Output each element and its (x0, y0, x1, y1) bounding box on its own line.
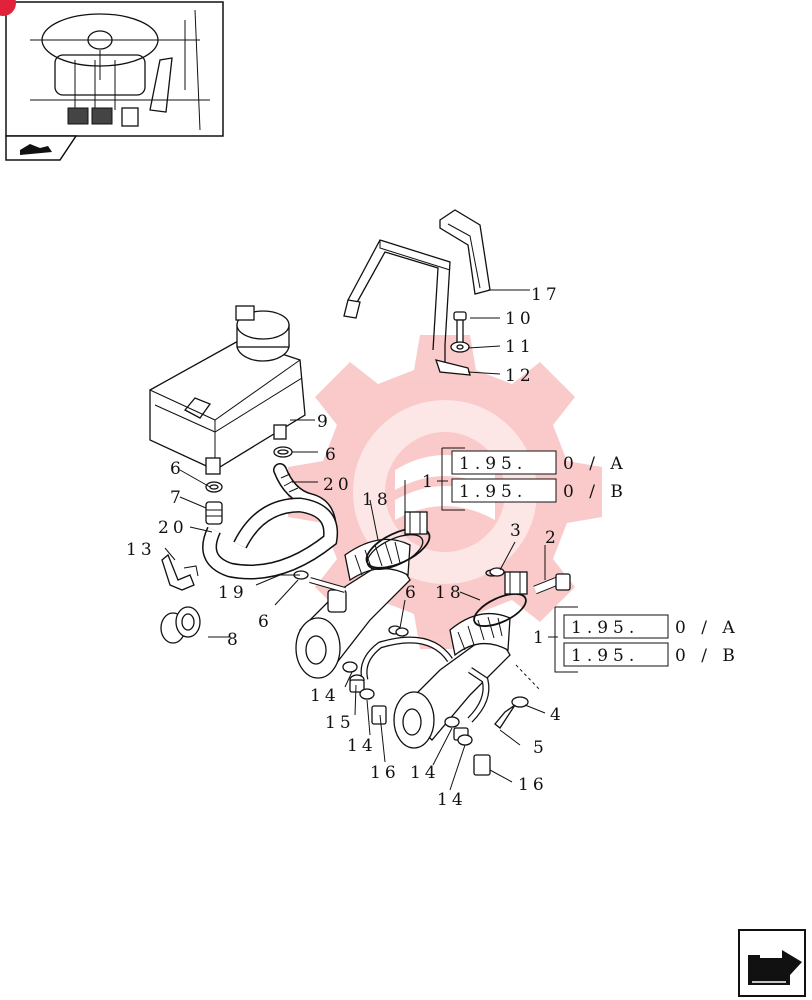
callout-15a: 15 (325, 713, 355, 733)
tractor-icon (20, 144, 52, 155)
ref-suffix: 0 / B (563, 482, 628, 502)
arrow-right-icon (748, 950, 802, 985)
bolt-2 (533, 573, 571, 595)
ref-link-upper-a[interactable]: 1.95. 0 / A (451, 450, 628, 475)
callout-14a: 14 (310, 686, 340, 706)
callout-16a: 16 (370, 763, 400, 783)
callout-13: 13 (126, 540, 156, 560)
callout-1a: 1 (422, 472, 437, 492)
callout-6c: 6 (258, 612, 273, 632)
callout-2: 2 (545, 528, 560, 548)
ref-code: 1.95. (571, 646, 639, 666)
callout-5: 5 (533, 738, 548, 758)
seals-and-bolts (293, 567, 529, 776)
callout-6b: 6 (170, 459, 185, 479)
clamp-6-upper (273, 446, 293, 458)
next-page-button[interactable] (738, 929, 806, 997)
thumbnail-tab[interactable] (5, 135, 78, 161)
thumbnail-tractor-cab[interactable] (0, 0, 224, 137)
ref-link-lower-b[interactable]: 1.95. 0 / B (563, 642, 740, 667)
callout-14b: 14 (347, 736, 377, 756)
brake-fluid-reservoir (149, 305, 306, 475)
callout-3: 3 (510, 521, 525, 541)
leader-lines (164, 289, 578, 791)
callout-14d: 14 (437, 790, 467, 810)
ref-suffix: 0 / A (563, 454, 628, 474)
hose-19 (202, 497, 339, 580)
callout-20b: 20 (158, 518, 188, 538)
callout-17: 17 (531, 285, 561, 305)
callout-9: 9 (317, 412, 332, 432)
fitting-7 (205, 501, 223, 525)
brake-pipes (360, 636, 490, 723)
ref-suffix: 0 / A (675, 618, 740, 638)
grommet-8 (160, 606, 201, 644)
callout-18b: 18 (435, 583, 465, 603)
master-cylinder-left (295, 511, 431, 679)
callout-7: 7 (170, 488, 185, 508)
callout-16b: 16 (518, 775, 548, 795)
callout-10: 10 (505, 309, 535, 329)
callout-11: 11 (505, 337, 535, 357)
callout-4: 4 (550, 705, 565, 725)
callout-6d: 6 (405, 583, 420, 603)
washer-11 (450, 341, 470, 353)
ref-link-upper-b[interactable]: 1.95. 0 / B (451, 478, 628, 503)
pedal-shield (439, 209, 491, 295)
clip-13 (161, 553, 199, 591)
callout-12: 12 (505, 366, 535, 386)
pedal-bracket (343, 239, 471, 376)
callout-19: 19 (218, 583, 248, 603)
clamp-6-left (205, 481, 223, 493)
ref-link-lower-a[interactable]: 1.95. 0 / A (563, 614, 740, 639)
callout-6a: 6 (325, 445, 340, 465)
callout-18a: 18 (362, 490, 392, 510)
ref-group-lower[interactable]: 1.95. 0 / A 1.95. 0 / B (563, 614, 740, 667)
ref-code: 1.95. (571, 618, 639, 638)
ref-code: 1.95. (459, 482, 527, 502)
ref-code: 1.95. (459, 454, 527, 474)
callout-1b: 1 (533, 628, 548, 648)
callout-20a: 20 (323, 475, 353, 495)
ref-group-upper[interactable]: 1.95. 0 / A 1.95. 0 / B (451, 450, 628, 503)
callout-labels: 17 10 11 12 9 6 20 18 6 7 20 13 19 6 8 6… (126, 285, 565, 810)
ref-suffix: 0 / B (675, 646, 740, 666)
master-cylinder-right (393, 569, 528, 749)
callout-14c: 14 (410, 763, 440, 783)
callout-8: 8 (227, 630, 242, 650)
